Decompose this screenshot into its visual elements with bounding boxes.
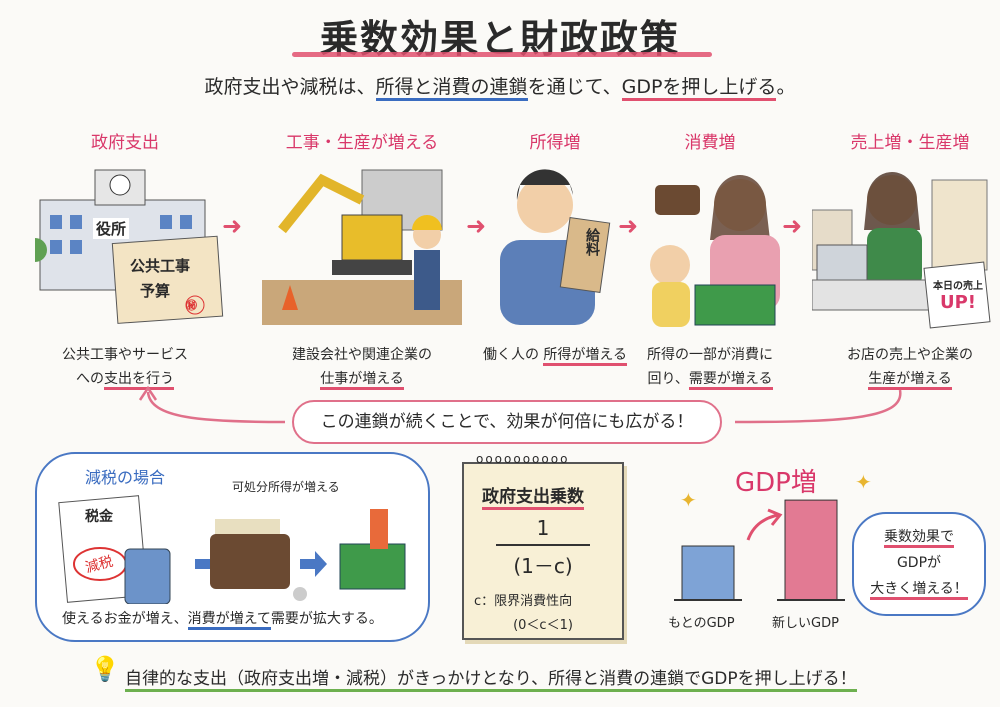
loop-arrow-icon xyxy=(138,385,902,424)
fraction-bar xyxy=(496,544,590,546)
caption-highlight: 需要が増える xyxy=(688,371,773,390)
caption-text: 働く人の xyxy=(482,347,544,363)
gdp-bar-label-new: 新しいGDP xyxy=(772,616,839,631)
bubble-line: 乗数効果で xyxy=(884,529,954,548)
shop-clerk-illustration: 本日の売上 UP! xyxy=(811,160,992,335)
budget-doc-label: 予算 xyxy=(140,282,171,300)
chain-callout: この連鎖が続くことで、効果が何倍にも広がる！ xyxy=(292,400,722,444)
subtitle-text: 。 xyxy=(776,76,796,98)
caption-text: 回り、 xyxy=(647,371,689,387)
sales-board-up: UP! xyxy=(940,292,977,313)
subtitle-highlight-blue: 所得と消費の連鎖 xyxy=(375,76,528,101)
subtitle-text: 政府支出や減税は、 xyxy=(204,76,376,98)
budget-doc-title: 公共工事 xyxy=(130,257,191,275)
flow-arrow-icon: ➜ xyxy=(222,212,243,240)
sparkle-icon: ✦ xyxy=(680,488,697,512)
flow-arrow-icon: ➜ xyxy=(618,212,639,240)
step-caption: 公共工事やサービスへの支出を行う xyxy=(15,343,235,391)
caption-text: への xyxy=(76,371,104,387)
gdp-bar xyxy=(681,545,735,601)
multiplier-numerator: 1 xyxy=(536,516,550,540)
multiplier-denominator: (1－c) xyxy=(513,554,573,578)
multiplier-effect-bubble: 乗数効果で GDPが 大きく増える！ xyxy=(852,512,986,616)
mpc-definition: c：限界消費性向 xyxy=(474,594,573,609)
gdp-bar-chart xyxy=(674,499,845,601)
step-caption: 所得の一部が消費に回り、需要が増える xyxy=(610,343,810,391)
family-shopping-illustration xyxy=(640,160,790,330)
caption-line: お店の売上や企業の xyxy=(847,347,973,363)
subtitle: 政府支出や減税は、所得と消費の連鎖を通じて、GDPを押し上げる。 xyxy=(0,72,1000,101)
caption-highlight: 仕事が増える xyxy=(320,371,404,390)
lightbulb-icon: 💡 xyxy=(90,655,120,683)
title-underline xyxy=(292,52,712,57)
flow-arrow-icon: ➜ xyxy=(466,212,487,240)
caption-text: 使えるお金が増え、 xyxy=(62,611,188,627)
bubble-line: 大きく増える！ xyxy=(870,581,968,600)
gdp-bar-label-original: もとのGDP xyxy=(668,616,735,631)
step-heading-construction: 工事・生産が増える xyxy=(285,133,439,153)
flow-arrow-icon: ➜ xyxy=(782,212,803,240)
growth-arrow-icon xyxy=(746,508,783,541)
salary-envelope-label: 給料 xyxy=(584,228,600,256)
worker-salary-illustration: 給料 xyxy=(490,160,615,325)
gdp-bar xyxy=(784,499,838,601)
disposable-income-label: 可処分所得が増える xyxy=(232,480,340,494)
tax-cut-panel: 減税の場合 可処分所得が増える 税金 減税 使えるお金が増え、消費が増えて需要が… xyxy=(35,452,430,642)
sparkle-icon: ✦ xyxy=(855,470,872,494)
step-heading-sales: 売上増・生産増 xyxy=(850,133,970,153)
secret-stamp: ㊙ xyxy=(186,299,197,312)
tax-doc-title: 税金 xyxy=(85,509,113,525)
caption-line: 建設会社や関連企業の xyxy=(292,347,432,363)
step-heading-income: 所得増 xyxy=(529,133,581,153)
step-heading-government-spending: 政府支出 xyxy=(91,133,159,153)
subtitle-highlight-pink: GDPを押し上げる xyxy=(621,76,777,101)
caption-text: 需要が拡大する。 xyxy=(270,611,383,627)
step-caption: 建設会社や関連企業の仕事が増える xyxy=(252,343,472,391)
caption-line: 所得の一部が消費に xyxy=(647,347,773,363)
step-heading-consumption: 消費増 xyxy=(684,133,736,153)
caption-line: 公共工事やサービス xyxy=(62,347,188,363)
construction-illustration xyxy=(262,160,462,325)
gdp-increase-heading: GDP増 xyxy=(735,468,817,498)
caption-highlight: 所得が増える xyxy=(543,347,628,366)
caption-highlight: 支出を行う xyxy=(104,371,174,390)
sales-board-title: 本日の売上 xyxy=(933,281,983,292)
tax-cut-caption: 使えるお金が増え、消費が増えて需要が拡大する。 xyxy=(62,608,383,630)
caption-highlight: 消費が増えて xyxy=(187,611,271,630)
multiplier-notepad: oooooooooo 政府支出乗数 1 (1－c) c：限界消費性向 (0＜c＜… xyxy=(462,452,624,640)
footer-summary: 自律的な支出（政府支出増・減税）がきっかけとなり、所得と消費の連鎖でGDPを押し… xyxy=(125,664,857,692)
step-caption: 働く人の 所得が増える xyxy=(470,343,640,367)
office-sign: 役所 xyxy=(93,218,130,239)
spiral-binding-icon: oooooooooo xyxy=(476,452,570,466)
mpc-range: (0＜c＜1) xyxy=(513,618,573,633)
bubble-line: GDPが xyxy=(896,555,942,571)
tax-cut-illustration xyxy=(58,495,406,604)
multiplier-title: 政府支出乗数 xyxy=(482,482,584,510)
tax-cut-heading: 減税の場合 xyxy=(85,468,166,487)
government-office-illustration: 役所 公共工事 予算 ㊙ xyxy=(23,160,225,325)
caption-highlight: 生産が増える xyxy=(868,371,952,390)
step-caption: お店の売上や企業の生産が増える xyxy=(800,343,1000,391)
subtitle-text: を通じて、 xyxy=(527,76,622,98)
